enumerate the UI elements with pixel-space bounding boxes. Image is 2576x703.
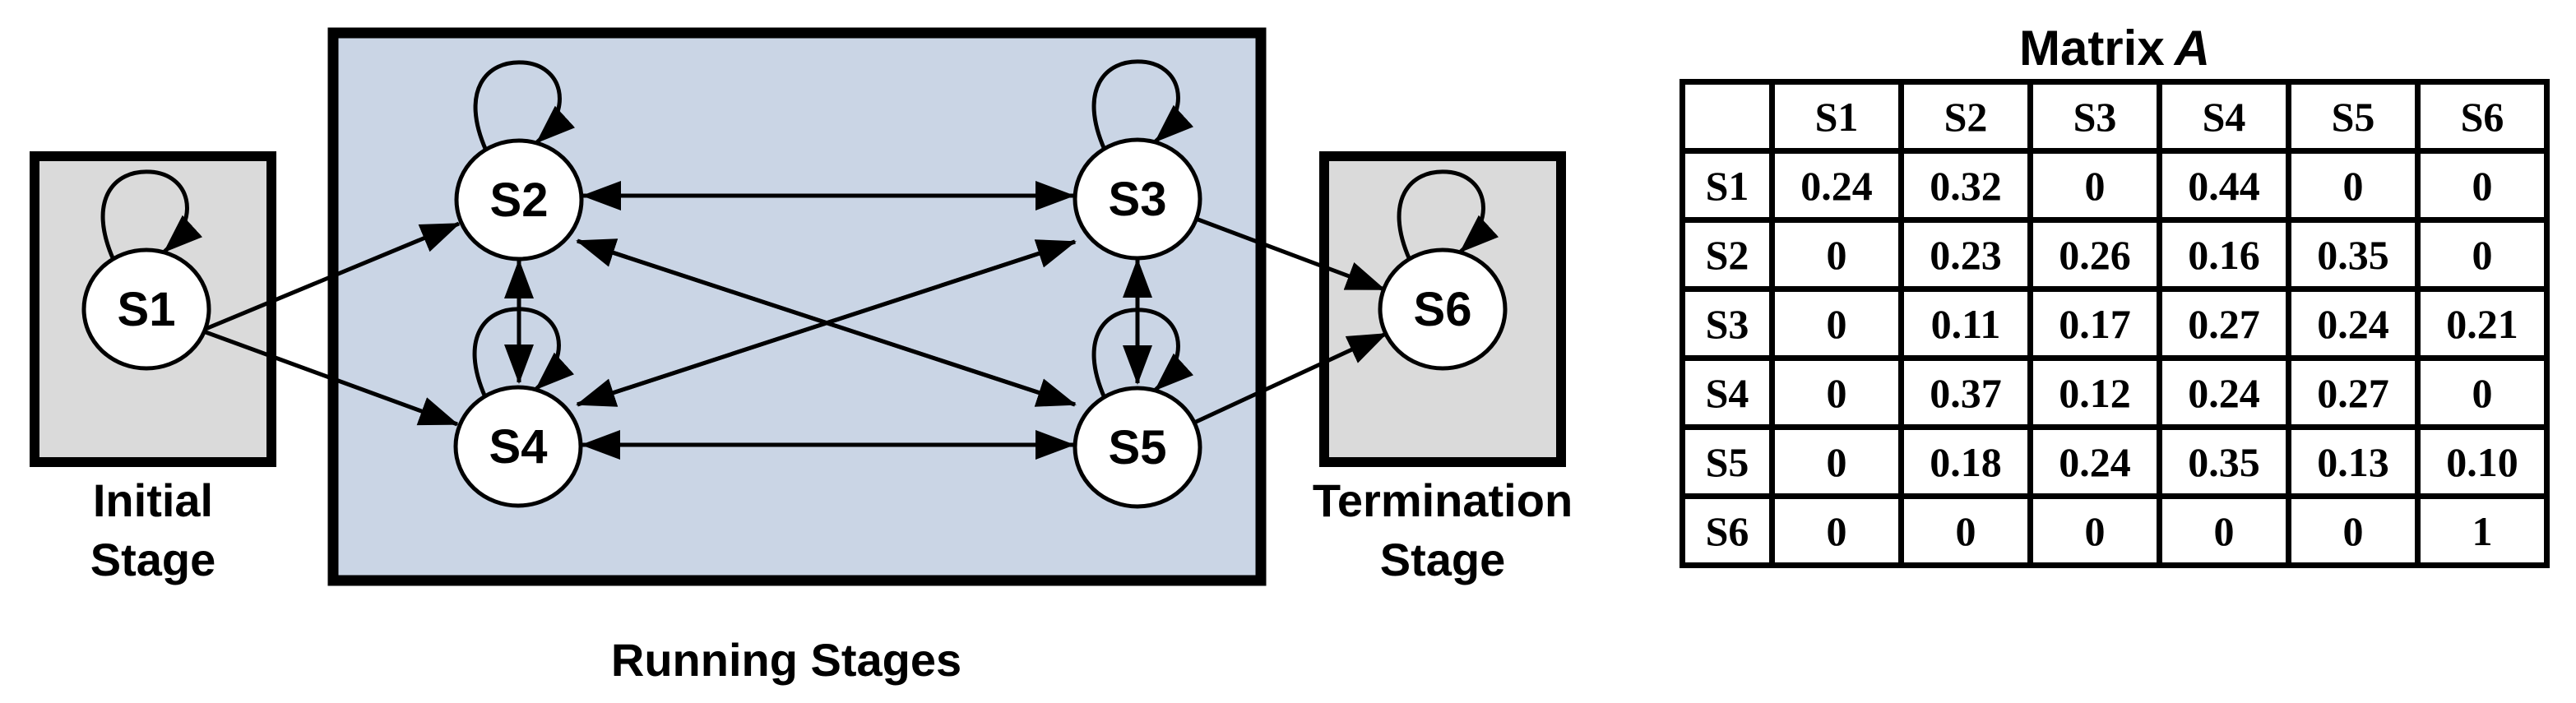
node-s6-label: S6 <box>1414 283 1472 336</box>
node-s5 <box>1073 386 1202 509</box>
matrix-cell: 0 <box>2027 493 2162 568</box>
self-loop-s3 <box>1091 59 1194 151</box>
node-s3-label: S3 <box>1109 173 1167 226</box>
matrix-title-text: Matrix <box>2018 21 2165 76</box>
matrix-cell: 0.35 <box>2157 424 2291 499</box>
matrix-cell: 0 <box>2415 355 2550 430</box>
matrix-cell: 0.35 <box>2286 217 2421 292</box>
node-s2 <box>454 138 584 261</box>
edge-s5-s6 <box>1193 331 1388 425</box>
matrix-cell: 0 <box>1769 217 1904 292</box>
matrix-title-variable: A <box>2174 21 2211 76</box>
matrix-cell: 0 <box>1769 424 1904 499</box>
initial-stage-label-line1: Initial <box>93 474 213 526</box>
matrix-col-header: S1 <box>1769 79 1904 154</box>
matrix-corner-cell <box>1679 79 1775 154</box>
node-s2-label: S2 <box>490 173 549 227</box>
matrix-cell: 0.13 <box>2286 424 2421 499</box>
self-loop-s2 <box>473 60 576 152</box>
node-s4-label: S4 <box>489 420 548 474</box>
matrix-col-header: S2 <box>1898 79 2033 154</box>
node-s1 <box>81 247 211 371</box>
matrix-cell: 0.37 <box>1898 355 2033 430</box>
edge-s3-s4 <box>576 239 1076 407</box>
edge-s1-s2 <box>205 221 461 331</box>
matrix-cell: 0.18 <box>1898 424 2033 499</box>
matrix-cell: 0.27 <box>2286 355 2421 430</box>
matrix-cell: 0 <box>2027 148 2162 223</box>
matrix-cell: 0 <box>1769 493 1904 568</box>
initial-stage-label-line2: Stage <box>90 534 216 585</box>
node-s3 <box>1073 137 1202 261</box>
matrix-cell: 0.21 <box>2415 286 2550 361</box>
matrix-cell: 0.27 <box>2157 286 2291 361</box>
matrix-cell: 0.32 <box>1898 148 2033 223</box>
matrix-cell: 0.44 <box>2157 148 2291 223</box>
running-stages-label: Running Stages <box>611 634 961 686</box>
matrix-row-header: S4 <box>1679 355 1775 430</box>
matrix-cell: 0.12 <box>2027 355 2162 430</box>
node-s6 <box>1378 247 1508 371</box>
matrix-cell: 0 <box>2286 148 2421 223</box>
matrix-cell: 0 <box>2415 148 2550 223</box>
matrix-col-header: S6 <box>2415 79 2550 154</box>
self-loops <box>100 59 1499 400</box>
matrix-cell: 0 <box>1898 493 2033 568</box>
termination-stage-label-line2: Stage <box>1380 534 1506 585</box>
matrix-cell: 0.17 <box>2027 286 2162 361</box>
matrix-cell: 0.24 <box>2286 286 2421 361</box>
edge-s1-s4 <box>205 330 459 427</box>
matrix-cell: 0 <box>2286 493 2421 568</box>
matrix-cell: 0.11 <box>1898 286 2033 361</box>
matrix-cell: 0 <box>2157 493 2291 568</box>
matrix-col-header: S3 <box>2027 79 2162 154</box>
matrix-cell: 0 <box>1769 355 1904 430</box>
state-diagram: S1 S2 S3 S4 S5 S6 Initial Stage Running … <box>30 27 1573 686</box>
matrix-row-header: S5 <box>1679 424 1775 499</box>
nodes <box>81 137 1508 509</box>
matrix-row-header: S2 <box>1679 217 1775 292</box>
termination-stage-label-line1: Termination <box>1313 474 1573 526</box>
matrix-cell: 0 <box>2415 217 2550 292</box>
self-loop-s1 <box>100 169 203 261</box>
matrix-col-header: S5 <box>2286 79 2421 154</box>
edge-s3-s6 <box>1195 216 1386 292</box>
matrix-cell: 0.24 <box>2027 424 2162 499</box>
matrix-row-header: S3 <box>1679 286 1775 361</box>
self-loop-s5 <box>1091 308 1194 400</box>
matrix-cell: 0 <box>1769 286 1904 361</box>
matrix-cell: 1 <box>2415 493 2550 568</box>
node-s4 <box>453 385 583 508</box>
matrix-row-header: S6 <box>1679 493 1775 568</box>
matrix-col-header: S4 <box>2157 79 2291 154</box>
self-loop-s4 <box>472 307 575 399</box>
matrix-cell: 0.24 <box>2157 355 2291 430</box>
matrix-cell: 0.26 <box>2027 217 2162 292</box>
node-s1-label: S1 <box>118 283 176 336</box>
matrix-cell: 0.16 <box>2157 217 2291 292</box>
edges <box>205 181 1388 460</box>
node-s5-label: S5 <box>1109 421 1167 474</box>
matrix-row-header: S1 <box>1679 148 1775 223</box>
matrix-cell: 0.10 <box>2415 424 2550 499</box>
self-loop-s6 <box>1397 169 1499 261</box>
matrix-cell: 0.24 <box>1769 148 1904 223</box>
matrix-cell: 0.23 <box>1898 217 2033 292</box>
